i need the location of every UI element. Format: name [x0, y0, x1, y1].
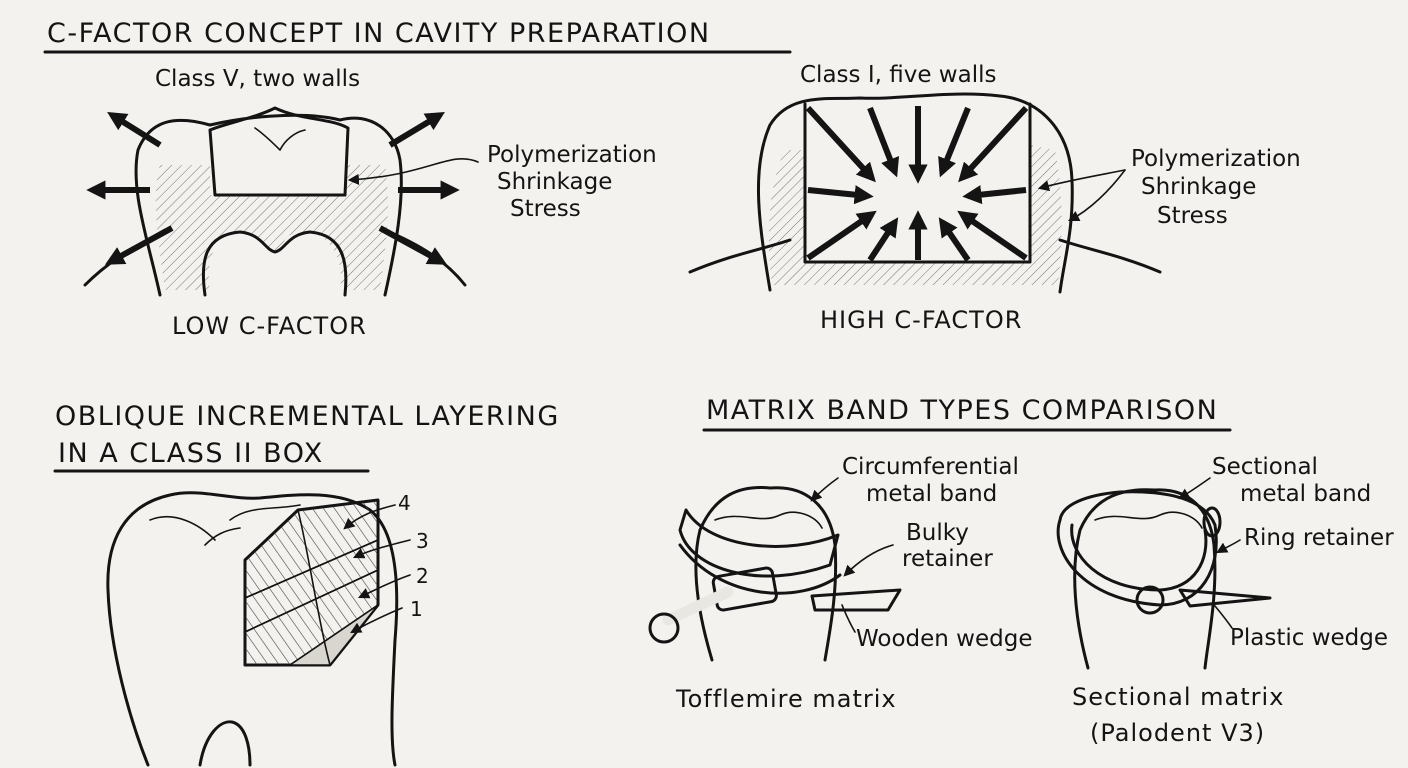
ring-retainer-loop [1135, 585, 1165, 615]
high-stress-label-1: Polymerization [1131, 146, 1301, 172]
class-ii-tooth: 4 3 2 1 [106, 491, 429, 767]
low-class-label: Class V, two walls [155, 66, 360, 92]
layer-1-leader [350, 607, 403, 634]
high-tooth-outline [756, 92, 1074, 294]
sectional-ring-inner [1070, 523, 1208, 592]
sect-band-label-2: metal band [1240, 481, 1371, 507]
layer-4-label: 4 [398, 491, 411, 515]
layer-3-leader [352, 539, 411, 559]
class-ii-occlusal [149, 504, 301, 546]
low-stress-label-3: Stress [510, 196, 581, 222]
tofflemire-drawing: Circumferential metal band Bulky retaine… [648, 454, 1033, 713]
sectional-cusps [1094, 511, 1203, 529]
sectional-tooth [1073, 488, 1217, 670]
tofflemire-band [678, 508, 840, 578]
low-cfactor-tooth: Class V, two walls Polymeriz [83, 66, 657, 340]
plastic-wedge-leader [1214, 605, 1233, 629]
cfactor-heading: C-FACTOR CONCEPT IN CAVITY PREPARATION [47, 18, 711, 49]
tofflemire-tooth [694, 486, 838, 662]
high-class-label: Class I, five walls [800, 62, 996, 88]
high-cavity [803, 102, 1032, 264]
wooden-wedge [810, 588, 902, 612]
layer-2-label: 2 [416, 564, 429, 588]
class-ii-root-notch [198, 720, 252, 767]
wooden-wedge-leader [841, 604, 856, 633]
cfactor-panel: C-FACTOR CONCEPT IN CAVITY PREPARATION C… [43, 18, 1301, 340]
layer-4-leader [343, 504, 396, 530]
ring-retainer-leader [1216, 539, 1241, 554]
layering-heading-1: OBLIQUE INCREMENTAL LAYERING [55, 401, 560, 432]
wooden-wedge-label: Wooden wedge [856, 626, 1033, 652]
sectional-drawing: Sectional metal band Ring retainer Plast… [1056, 454, 1394, 747]
high-stress-label-2: Shrinkage [1141, 174, 1256, 200]
layering-panel: OBLIQUE INCREMENTAL LAYERING IN A CLASS … [53, 401, 560, 767]
high-dentin-hatch [768, 145, 1062, 285]
sectional-band-tab [1202, 506, 1222, 538]
layer-2-leader [357, 574, 411, 599]
low-cavity [208, 106, 350, 197]
low-tooth-outline [134, 113, 403, 297]
layer-1-label: 1 [410, 597, 423, 621]
low-stress-arrows [86, 111, 460, 265]
box-wall-line [297, 509, 331, 666]
high-stress-label-3: Stress [1157, 203, 1228, 229]
high-cfactor-tooth: Class I, five walls [688, 62, 1301, 334]
high-cfactor-caption: HIGH C-FACTOR [820, 306, 1022, 334]
high-stress-leader-b [1067, 169, 1126, 222]
low-stress-leader [347, 158, 479, 186]
matrix-heading: MATRIX BAND TYPES COMPARISON [706, 395, 1218, 426]
circ-band-label-1: Circumferential [842, 454, 1019, 480]
tofflemire-knob [648, 612, 680, 644]
sect-band-leader [1178, 477, 1211, 500]
layer-3-label: 3 [416, 529, 429, 553]
circ-band-label-2: metal band [866, 481, 997, 507]
plastic-wedge [1178, 588, 1272, 608]
class-ii-outline [106, 491, 399, 767]
high-stress-arrows [805, 105, 1029, 262]
low-occlusal-groove [254, 127, 306, 151]
circ-band-leader [810, 477, 839, 502]
tofflemire-band-lower [678, 543, 842, 595]
sectional-caption-2: (Palodent V3) [1090, 719, 1265, 747]
high-stress-leader-a [1037, 169, 1126, 192]
plastic-wedge-label: Plastic wedge [1230, 625, 1388, 651]
bulky-retainer-leader [843, 544, 894, 577]
low-cfactor-caption: LOW C-FACTOR [172, 312, 367, 340]
bulky-retainer-label-2: retainer [902, 546, 993, 572]
low-stress-label-1: Polymerization [487, 142, 657, 168]
high-gingiva-right [1058, 238, 1162, 274]
high-gingiva-left [688, 238, 792, 274]
ring-retainer-label: Ring retainer [1244, 525, 1394, 551]
tofflemire-caption: Tofflemire matrix [675, 685, 897, 713]
tofflemire-rod-fill [662, 586, 734, 626]
sectional-caption-1: Sectional matrix [1072, 683, 1284, 711]
low-stress-label-2: Shrinkage [497, 169, 612, 195]
layer-1-shape [287, 604, 379, 666]
sect-band-label-1: Sectional [1212, 454, 1318, 480]
layering-heading-2: IN A CLASS II BOX [58, 438, 324, 469]
low-dentin-hatch [155, 165, 388, 290]
low-pulp [201, 230, 348, 297]
bulky-retainer-label-1: Bulky [906, 520, 969, 546]
tofflemire-cusps [714, 511, 823, 529]
matrix-panel: MATRIX BAND TYPES COMPARISON Circumferen… [648, 395, 1394, 747]
